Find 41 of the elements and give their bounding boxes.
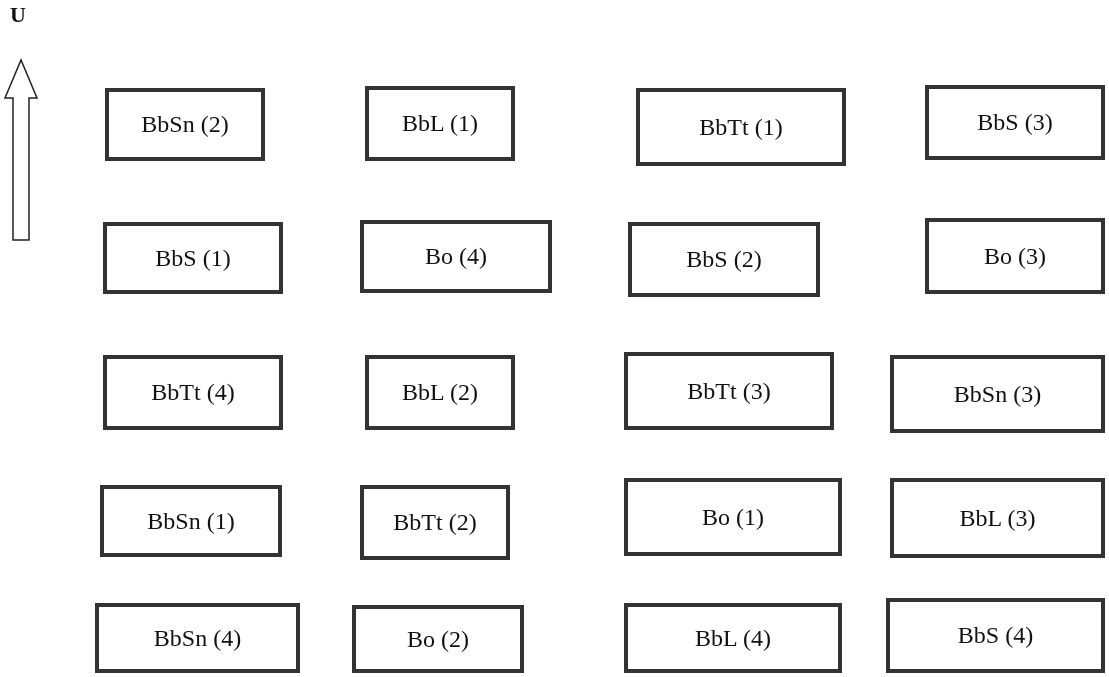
box-label: Bo (3) — [984, 242, 1046, 270]
label-box — [628, 222, 820, 297]
label-box — [624, 603, 842, 673]
box-label: Bo (2) — [407, 625, 469, 653]
box-label: BbS (2) — [686, 246, 762, 273]
label-box — [365, 355, 515, 430]
box-label: BbL (1) — [402, 110, 478, 137]
label-box — [365, 86, 515, 161]
box-label: BbSn (2) — [141, 111, 229, 138]
box-label: BbL (2) — [402, 379, 478, 406]
box-label: BbSn (3) — [953, 380, 1042, 408]
label-box — [890, 355, 1105, 433]
box-label: BbL (3) — [959, 504, 1036, 532]
box-label: BbTt (1) — [699, 113, 783, 141]
label-box — [886, 598, 1105, 673]
box-label: Bo (1) — [702, 503, 764, 531]
label-box — [925, 218, 1105, 294]
box-label: BbTt (4) — [151, 379, 235, 406]
label-box — [105, 88, 265, 161]
box-label: BbL (4) — [695, 624, 771, 652]
label-box — [103, 355, 283, 430]
label-box — [360, 485, 510, 560]
label-box — [360, 220, 552, 293]
box-label: BbS (3) — [977, 109, 1053, 136]
box-label: BbS (4) — [957, 622, 1034, 649]
box-label: BbTt (3) — [687, 377, 771, 405]
label-box — [103, 222, 283, 294]
box-label: Bo (4) — [425, 243, 487, 270]
box-label: BbSn (1) — [147, 507, 235, 535]
axis-label: U — [10, 2, 26, 28]
label-box — [95, 603, 300, 673]
label-box — [352, 605, 524, 673]
box-label: BbS (1) — [155, 244, 231, 272]
label-box — [925, 85, 1105, 160]
box-label: BbSn (4) — [153, 624, 242, 652]
label-box — [636, 88, 846, 166]
label-box — [100, 485, 282, 557]
label-box — [890, 478, 1105, 558]
label-box — [624, 352, 834, 430]
label-box — [624, 478, 842, 556]
box-label: BbTt (2) — [393, 509, 477, 536]
